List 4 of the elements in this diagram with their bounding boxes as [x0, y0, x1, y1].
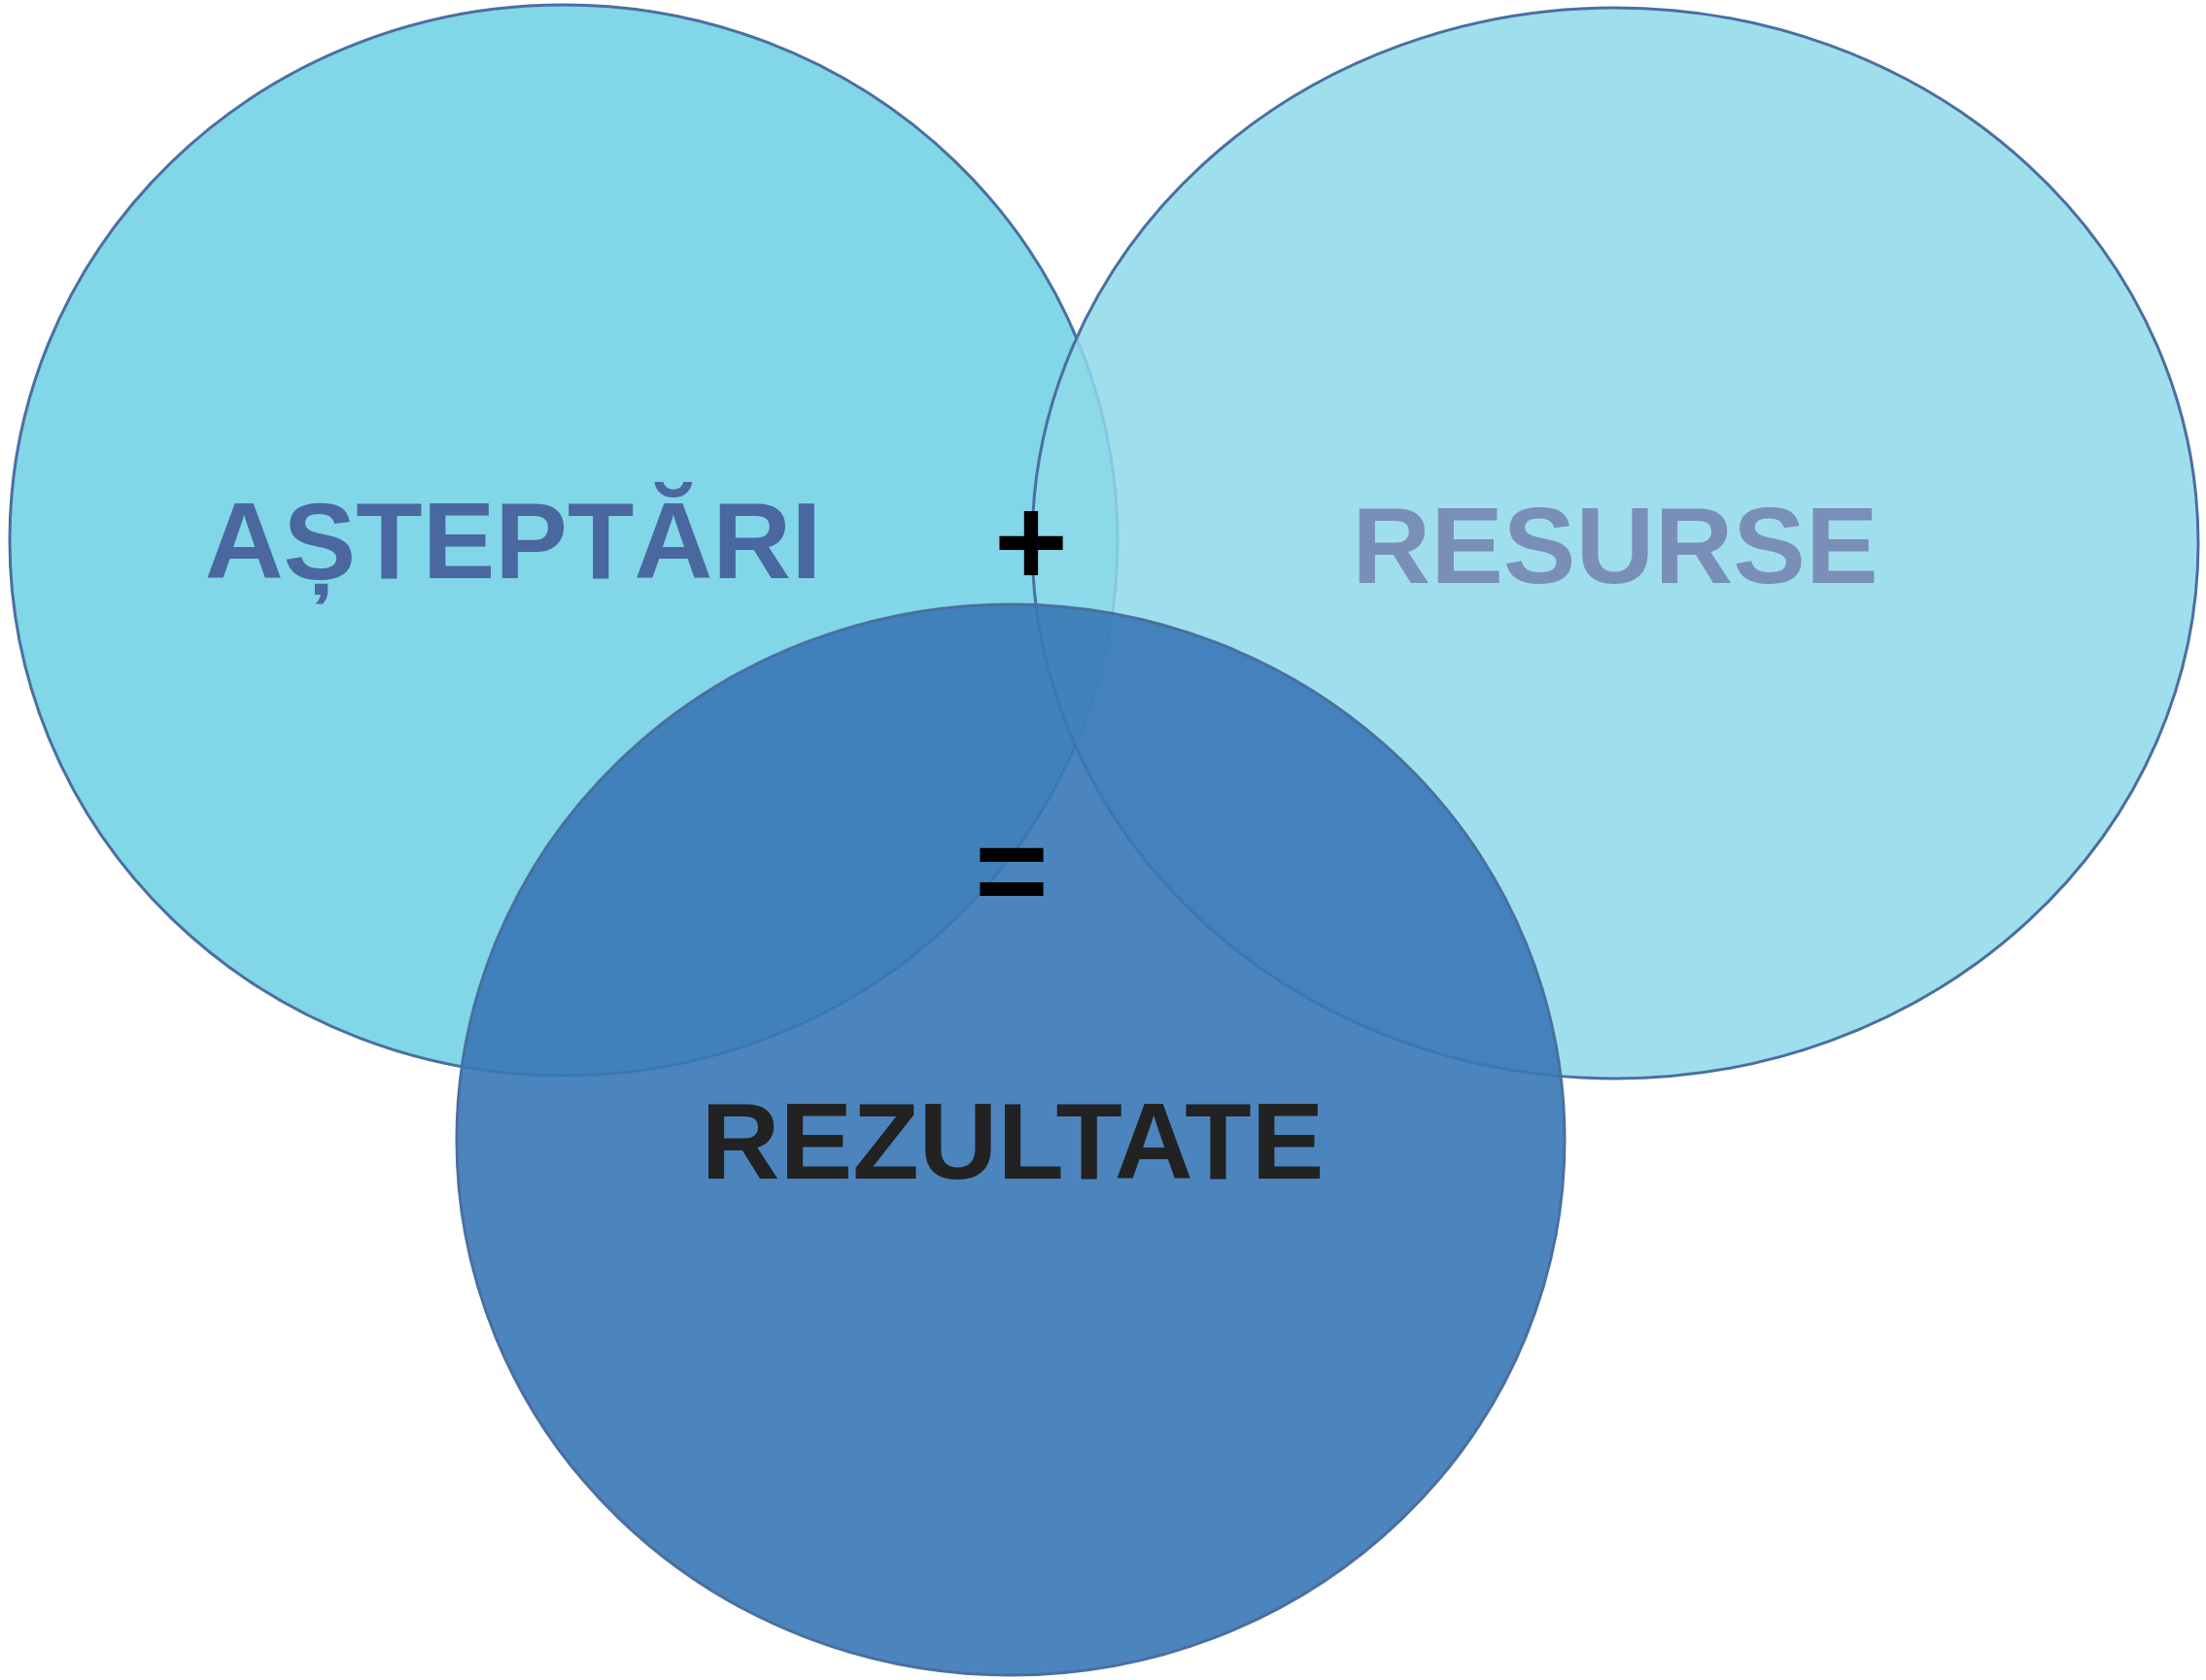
operator-sign: = — [975, 800, 1049, 940]
operator-sign: + — [994, 471, 1068, 611]
ellipse-label: REZULTATE — [701, 1081, 1325, 1202]
ellipse-label: RESURSE — [1352, 486, 1879, 606]
